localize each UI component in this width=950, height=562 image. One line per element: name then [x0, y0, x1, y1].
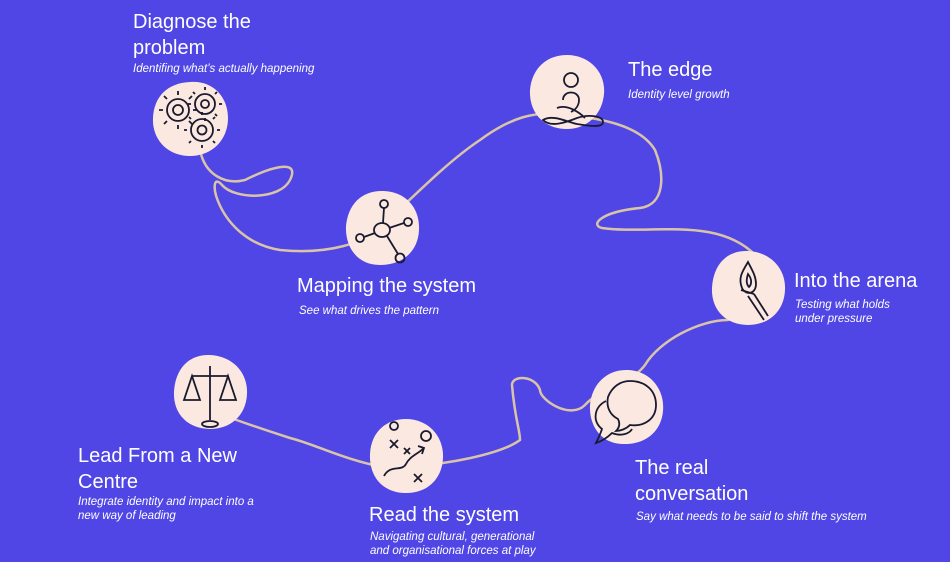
stage-node-lead: [170, 352, 250, 432]
torch-icon: [711, 250, 786, 325]
meditation-icon: [529, 55, 605, 130]
stage-title-read: Read the system: [369, 504, 520, 526]
stage-title-line: The real: [635, 457, 709, 479]
stage-subtitle-line: Testing what holds: [795, 299, 890, 311]
stage-title-line: problem: [133, 37, 206, 59]
network-icon: [345, 190, 420, 265]
stage-title-line: Diagnose the: [133, 11, 251, 33]
stage-subtitle-diagnose: Identifing what’s actually happening: [133, 63, 315, 75]
stage-node-read: [366, 416, 446, 496]
stage-subtitle-read: Navigating cultural, generational and or…: [370, 530, 536, 558]
stage-subtitle-line: Integrate identity and impact into a: [78, 496, 254, 508]
stage-title-edge: The edge: [628, 59, 713, 81]
stage-subtitle-line: and organisational forces at play: [370, 545, 536, 557]
stage-title-lead: Lead From a New Centre: [78, 443, 237, 495]
scales-icon: [173, 354, 248, 429]
stage-subtitle-edge: Identity level growth: [628, 89, 730, 101]
stage-node-arena: [708, 248, 788, 328]
stage-title-diagnose: Diagnose the problem: [133, 9, 251, 61]
stage-node-diagnose: [150, 78, 230, 158]
stage-subtitle-line: new way of leading: [78, 510, 176, 522]
stage-subtitle-line: Navigating cultural, generational: [370, 531, 535, 543]
stage-node-edge: [527, 52, 607, 132]
gears-icon: [152, 81, 228, 156]
stage-subtitle-conversation: Say what needs to be said to shift the s…: [636, 511, 867, 523]
stage-title-mapping: Mapping the system: [297, 275, 476, 297]
stage-title-line: conversation: [635, 483, 749, 505]
chat-bubbles-icon: [589, 369, 664, 445]
stage-subtitle-lead: Integrate identity and impact into a new…: [78, 495, 254, 523]
stage-title-arena: Into the arena: [794, 270, 918, 292]
stage-subtitle-line: under pressure: [795, 313, 873, 325]
journey-path-line: [198, 112, 761, 470]
stage-subtitle-arena: Testing what holds under pressure: [795, 298, 890, 326]
stage-title-line: Lead From a New: [78, 445, 237, 467]
stage-title-conversation: The real conversation: [635, 455, 748, 507]
stage-node-mapping: [342, 188, 422, 268]
stage-title-line: Centre: [78, 471, 139, 493]
stage-subtitle-mapping: See what drives the pattern: [299, 305, 439, 317]
stage-node-conversation: [586, 367, 666, 447]
strategy-play-icon: [369, 419, 444, 494]
